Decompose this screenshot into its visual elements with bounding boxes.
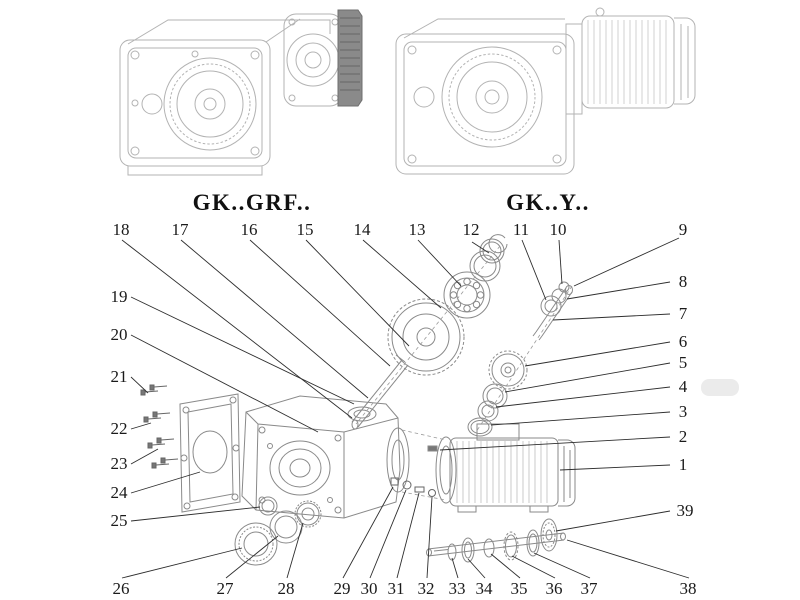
gear-washers-drawing [467,350,528,437]
callout-19: 19 [110,287,128,306]
callout-36: 36 [545,579,563,598]
callout-25: 25 [110,511,128,530]
gearbox-y-drawing [395,7,696,175]
callout-26: 26 [112,579,130,598]
callout-37: 37 [580,579,598,598]
callout-21: 21 [110,367,128,386]
housing-drawing [241,395,410,519]
leader-lines [121,237,690,579]
callout-3: 3 [678,402,688,421]
callout-29: 29 [333,579,351,598]
gearbox-grf-drawing [119,9,363,176]
callout-1: 1 [678,455,688,474]
callout-13: 13 [408,220,426,239]
callout-23: 23 [110,454,128,473]
callout-31: 31 [387,579,405,598]
callout-11: 11 [512,220,530,239]
callout-30: 30 [360,579,378,598]
callout-9: 9 [678,220,688,239]
callout-18: 18 [112,220,130,239]
motor-drawing [427,423,576,513]
small-parts-drawing [390,477,436,497]
callout-38: 38 [679,579,697,598]
output-shaft-drawing [426,518,566,563]
callout-34: 34 [475,579,493,598]
callout-22: 22 [110,419,128,438]
callout-17: 17 [171,220,189,239]
callout-14: 14 [353,220,371,239]
callout-35: 35 [510,579,528,598]
flange-plate-drawing [179,393,241,513]
callout-7: 7 [678,304,688,323]
callout-32: 32 [417,579,435,598]
callout-24: 24 [110,483,128,502]
callout-20: 20 [110,325,128,344]
callout-2: 2 [678,427,688,446]
callout-27: 27 [216,579,234,598]
callout-12: 12 [462,220,480,239]
callout-8: 8 [678,272,688,291]
callout-10: 10 [549,220,567,239]
input-gear-shaft-drawing [351,234,508,430]
artifact-blob [701,379,739,396]
callout-33: 33 [448,579,466,598]
bearing-rings-drawing [234,496,322,566]
callout-5: 5 [678,353,688,372]
bolts-drawing [140,384,179,469]
pinion-shaft-drawing [532,281,573,341]
model-label-grf: GK..GRF.. [192,190,312,215]
callout-15: 15 [296,220,314,239]
callout-39: 39 [676,501,694,520]
callout-4: 4 [678,377,688,396]
assembly-axis-lines [355,245,573,501]
callout-6: 6 [678,332,688,351]
callout-16: 16 [240,220,258,239]
callout-28: 28 [277,579,295,598]
model-label-y: GK..Y.. [506,190,590,215]
